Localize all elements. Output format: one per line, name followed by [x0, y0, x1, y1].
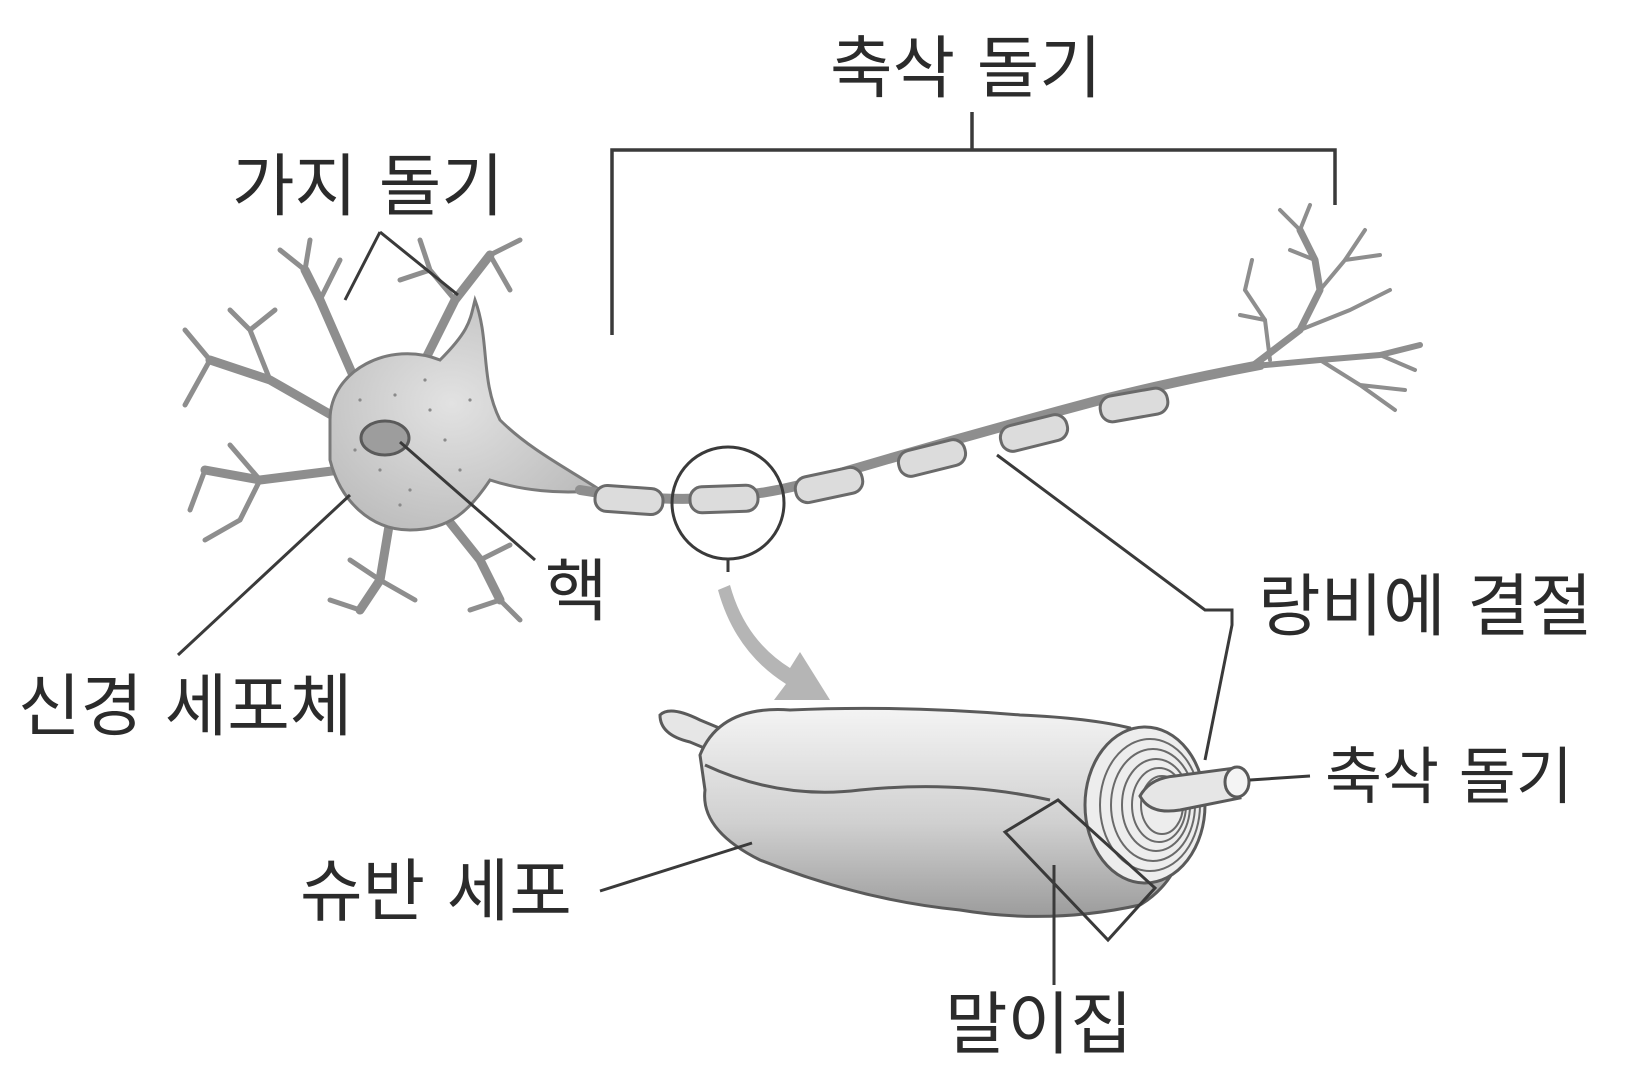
label-myelin-sheath: 말이집 — [945, 986, 1133, 1065]
label-axon-detail: 축삭 돌기 — [1325, 740, 1573, 813]
dendrite-leader — [345, 232, 458, 300]
label-node-of-ranvier: 랑비에 결절 — [1258, 568, 1592, 647]
cell-body-leader — [178, 495, 350, 655]
label-axon-top: 축삭 돌기 — [830, 30, 1102, 109]
label-schwann-cell: 슈반 세포 — [300, 853, 572, 932]
label-cell-body: 신경 세포체 — [18, 668, 352, 747]
label-nucleus: 핵 — [545, 553, 608, 632]
cell-body — [330, 300, 600, 530]
nucleus — [361, 421, 409, 455]
schwann-cell-detail — [660, 708, 1249, 916]
axon-shaft — [580, 365, 1260, 499]
schwann-cell-leader — [600, 843, 752, 891]
label-dendrites: 가지 돌기 — [232, 148, 504, 227]
axon-bracket — [612, 112, 1335, 335]
zoom-arrow — [718, 585, 830, 700]
axon-terminal-branches — [1240, 205, 1420, 410]
axon-detail-leader — [1250, 776, 1310, 780]
